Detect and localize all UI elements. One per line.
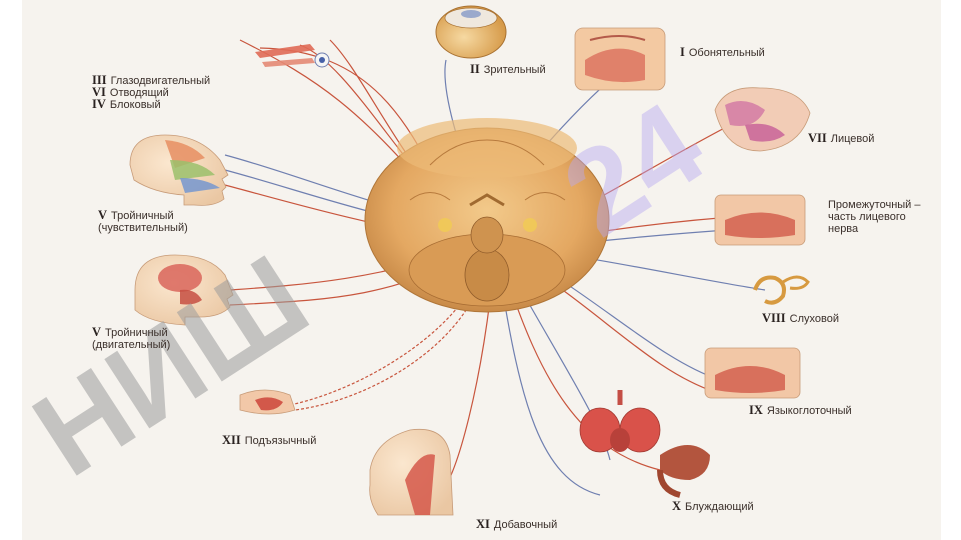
hypoglossal-path-2 [294, 291, 477, 411]
head-trigeminal-motor-illustration [134, 254, 234, 326]
brain-inferior-view [364, 118, 610, 313]
face-facial-illustration [714, 87, 811, 152]
label-trigeminal-motor-sub: (двигательный) [92, 339, 171, 351]
label-trigeminal-sensory-sub: (чувствительный) [98, 222, 188, 234]
eye-muscles-illustration [255, 44, 330, 68]
vagus-path-2 [504, 271, 661, 471]
vagus-path-3 [499, 274, 601, 496]
thoracic-abdominal-organs-illustration [579, 390, 710, 498]
label-intermediate-2: часть лицевого [828, 211, 906, 223]
throat-glossopharyngeal-illustration [704, 347, 801, 399]
inner-ear-vestibulocochlear-illustration [753, 275, 810, 305]
watermark-text-right: 24 [541, 77, 726, 262]
label-intermediate-3: нерва [828, 223, 859, 235]
nasal-olfactory-illustration [574, 27, 666, 91]
watermark-text-left: НИШ [11, 230, 330, 502]
label-intermediate-1: Промежуточный – [828, 199, 921, 211]
neck-accessory-illustration [369, 428, 454, 516]
tongue-hypoglossal-illustration [239, 389, 296, 415]
mouth-intermediate-illustration [714, 194, 806, 246]
head-trigeminal-sensory-illustration [129, 134, 229, 206]
eyeball-illustration [435, 5, 507, 59]
